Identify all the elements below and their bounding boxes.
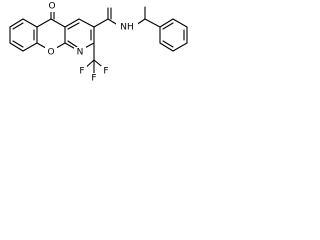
chemical-structure: O O N NH F F F: [9, 1, 188, 84]
ring-nitrogen-label: N: [77, 48, 84, 58]
pyranone-ring: [36, 6, 66, 52]
ring-oxygen-label: O: [47, 48, 54, 58]
benzene-ring-left: [9, 18, 38, 52]
amide-nitrogen-label: NH: [120, 23, 134, 33]
structure-diagram: O O N NH F F F: [0, 0, 206, 92]
fluorine-label-3: F: [103, 67, 108, 77]
fluorine-label-1: F: [79, 67, 84, 77]
fluorine-label-2: F: [91, 74, 96, 84]
carbonyl-oxygen-label: O: [48, 2, 55, 12]
pyridine-ring: [64, 18, 95, 52]
phenyl-ring: [159, 18, 188, 52]
